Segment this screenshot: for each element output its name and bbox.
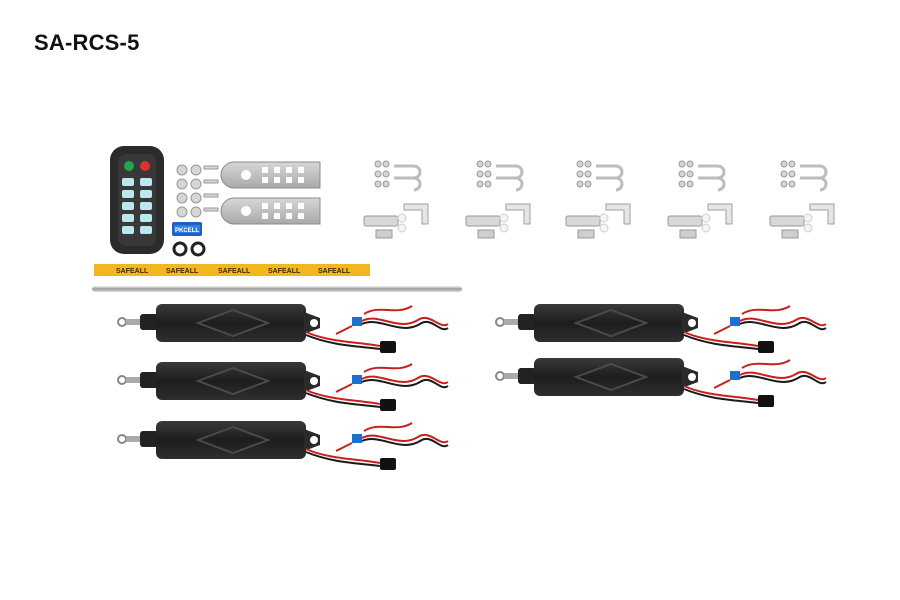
- remote-control: [110, 146, 164, 254]
- svg-text:PKCELL: PKCELL: [175, 228, 199, 234]
- bracket-hardware-set: [564, 159, 632, 240]
- svg-text:SAFEALL: SAFEALL: [268, 268, 301, 275]
- lock-washers: [172, 241, 206, 257]
- steel-rod: [92, 286, 462, 292]
- linear-actuator: [495, 357, 827, 408]
- bracket-hardware-set: [362, 159, 430, 240]
- linear-actuator: [117, 303, 449, 354]
- fastener-set: [176, 164, 219, 218]
- linear-actuator: [117, 420, 449, 471]
- product-title: SA-RCS-5: [34, 30, 140, 55]
- svg-text:SAFEALL: SAFEALL: [166, 268, 199, 275]
- svg-text:SAFEALL: SAFEALL: [218, 268, 251, 275]
- svg-text:SAFEALL: SAFEALL: [116, 268, 149, 275]
- bracket-hardware-set: [768, 159, 836, 240]
- mounting-plates: [220, 161, 321, 225]
- safeall-strip: SAFEALL SAFEALL SAFEALL SAFEALL SAFEALL: [94, 264, 370, 276]
- svg-text:SAFEALL: SAFEALL: [318, 268, 351, 275]
- linear-actuator: [495, 303, 827, 354]
- battery: PKCELL: [172, 222, 202, 236]
- linear-actuator: [117, 361, 449, 412]
- bracket-hardware-set: [464, 159, 532, 240]
- bracket-hardware-set: [666, 159, 734, 240]
